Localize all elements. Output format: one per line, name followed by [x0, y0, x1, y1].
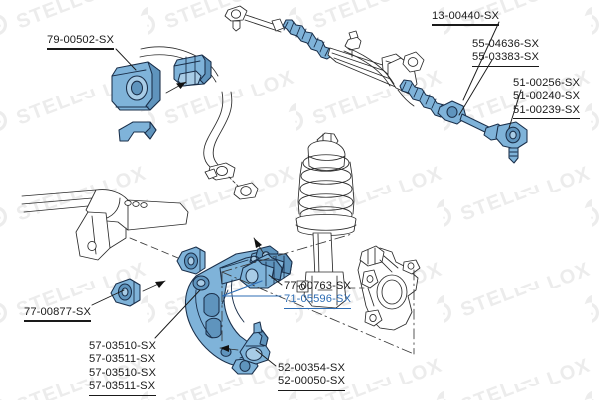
callout-underline — [47, 48, 115, 50]
steering-knuckle-part — [221, 233, 421, 355]
callout-line: 57-03511-SX — [89, 353, 156, 366]
control-arm-rear-bushing-callout: 77-00877-SX — [24, 306, 92, 322]
callout-line: 77-00763-SX — [284, 280, 352, 292]
subframe-bracket-part — [21, 189, 189, 261]
callout-line: 79-00502-SX — [47, 34, 115, 46]
outer-tie-rod-end-part — [483, 121, 528, 164]
callout-line-highlighted: 71-05596-SX — [284, 293, 352, 306]
assembly-arrow-ball-joint — [219, 345, 239, 352]
stabilizer-bar-bracket-part — [173, 54, 212, 87]
callout-line: 51-00240-SX — [513, 90, 581, 103]
control-arm-rear-bushing-second-part — [110, 278, 141, 307]
callout-line: 13-00440-SX — [432, 10, 500, 22]
callout-underline — [513, 118, 581, 120]
stabilizer-bar-part — [139, 46, 259, 200]
assembly-arrow-front-bushing — [253, 237, 265, 255]
callout-underline — [472, 65, 540, 67]
callout-line: 55-03383-SX — [472, 51, 540, 64]
callout-line: 51-00239-SX — [513, 103, 581, 116]
callout-line: 57-03511-SX — [89, 380, 156, 393]
callout-underline — [24, 320, 92, 322]
control-arm-front-bushing-exploded-part — [239, 259, 283, 289]
coil-spring-strut-assembly-part — [295, 132, 357, 309]
steering-rack-assembly-part — [224, 5, 528, 164]
stabilizer-bar-bushing-callout: 79-00502-SX — [47, 34, 115, 50]
callout-underline — [284, 307, 352, 309]
callout-underline — [432, 24, 500, 26]
callout-line: 51-00256-SX — [513, 77, 581, 89]
stabilizer-bar-bushing-part — [111, 61, 161, 111]
steering-rack-boot-callout: 13-00440-SX — [432, 10, 500, 26]
assembly-arrow-rear-bushing — [142, 280, 166, 292]
callout-underline — [278, 389, 346, 391]
assembly-arrow-stabilizer — [165, 81, 187, 94]
front-bushing-callout: 77-00763-SX 71-05596-SX — [284, 280, 352, 309]
callout-line: 55-04636-SX — [472, 38, 540, 50]
inner-tie-rod-callout: 55-04636-SX 55-03383-SX — [472, 38, 540, 67]
stabilizer-bar-saddle-part — [118, 121, 157, 142]
outer-tie-rod-end-callout: 51-00256-SX 51-00240-SX 51-00239-SX — [513, 77, 581, 120]
control-arm-callout: 57-03510-SX 57-03511-SX 57-03510-SX 57-0… — [89, 340, 157, 396]
control-arm-rear-bushing-part — [176, 246, 206, 275]
lower-ball-joint-callout: 52-00354-SX 52-00050-SX — [278, 362, 346, 391]
callout-line: 77-00877-SX — [24, 306, 92, 318]
callout-line: 57-03510-SX — [89, 340, 157, 352]
callout-line: 52-00354-SX — [278, 362, 346, 374]
leader-lines — [91, 21, 522, 367]
callout-line: 57-03510-SX — [89, 366, 157, 379]
callout-underline — [89, 394, 157, 396]
callout-line: 52-00050-SX — [278, 375, 346, 388]
